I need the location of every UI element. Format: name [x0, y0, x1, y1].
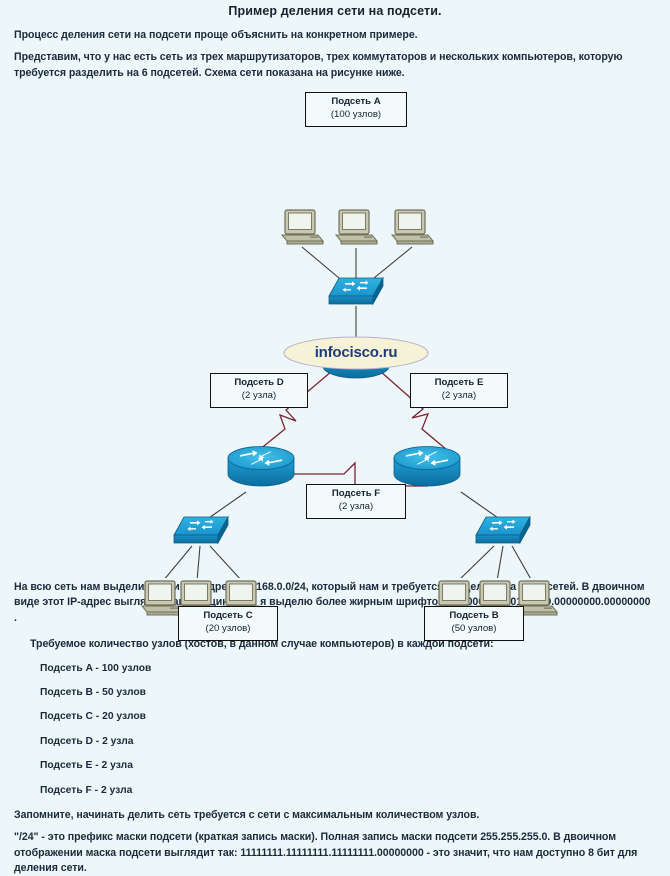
label-subnet-d: Подсеть D (2 узла)	[210, 373, 308, 408]
intro-paragraph-1: Процесс деления сети на подсети проще об…	[14, 29, 418, 41]
computer-icon	[280, 208, 326, 248]
label-subnet-a: Подсеть A (100 узлов)	[305, 92, 407, 127]
watermark-text: infocisco.ru	[314, 344, 398, 362]
label-subnet-d-hosts: (2 узла)	[241, 390, 277, 402]
label-subnet-e-name: Подсеть E	[434, 377, 484, 389]
switch-icon	[474, 515, 532, 549]
label-subnet-a-hosts: (100 узлов)	[330, 109, 382, 121]
label-subnet-c-hosts: (20 узлов)	[205, 623, 251, 635]
router-icon	[226, 446, 296, 488]
list-item: Подсеть C - 20 узлов	[40, 711, 147, 723]
host-list-intro: Требуемое количество узлов (хостов, в да…	[30, 638, 494, 651]
label-subnet-f-hosts: (2 узла)	[338, 501, 374, 513]
switch-icon	[172, 515, 230, 549]
network-topology-diagram: Подсеть A (100 узлов)	[14, 88, 656, 641]
label-subnet-e-hosts: (2 узла)	[441, 390, 477, 402]
subnet-mask-paragraph: "/24" - это префикс маски подсети (кратк…	[14, 831, 638, 875]
computer-icon	[514, 579, 560, 619]
label-subnet-b-hosts: (50 узлов)	[451, 623, 497, 635]
list-item: Подсеть A - 100 узлов	[40, 662, 152, 674]
list-item: Подсеть B - 50 узлов	[40, 686, 147, 698]
intro-paragraph-2: Представим, что у нас есть сеть из трех …	[14, 51, 623, 79]
label-subnet-c: Подсеть C (20 узлов)	[178, 606, 278, 641]
label-subnet-f: Подсеть F (2 узла)	[306, 484, 406, 519]
label-subnet-e: Подсеть E (2 узла)	[410, 373, 508, 408]
label-subnet-a-name: Подсеть A	[331, 96, 381, 108]
list-item: Подсеть D - 2 узла	[40, 735, 134, 747]
list-item: Подсеть E - 2 узла	[40, 760, 133, 772]
label-subnet-d-name: Подсеть D	[234, 377, 284, 389]
computer-icon	[390, 208, 436, 248]
label-subnet-b: Подсеть B (50 узлов)	[424, 606, 524, 641]
computer-icon	[140, 579, 186, 619]
watermark: infocisco.ru	[282, 335, 430, 371]
label-subnet-c-name: Подсеть C	[203, 610, 253, 622]
page-title: Пример деления сети на подсети.	[228, 4, 442, 18]
switch-icon	[327, 276, 385, 310]
router-icon	[392, 446, 462, 488]
list-item: Подсеть F - 2 узла	[40, 784, 133, 796]
label-subnet-f-name: Подсеть F	[331, 488, 381, 500]
note-paragraph: Запомните, начинать делить сеть требуетс…	[14, 808, 480, 821]
host-requirements-list: Подсеть A - 100 узлов Подсеть B - 50 узл…	[14, 662, 656, 798]
article-page: Пример деления сети на подсети. Процесс …	[14, 4, 656, 874]
computer-icon	[334, 208, 380, 248]
label-subnet-b-name: Подсеть B	[449, 610, 499, 622]
